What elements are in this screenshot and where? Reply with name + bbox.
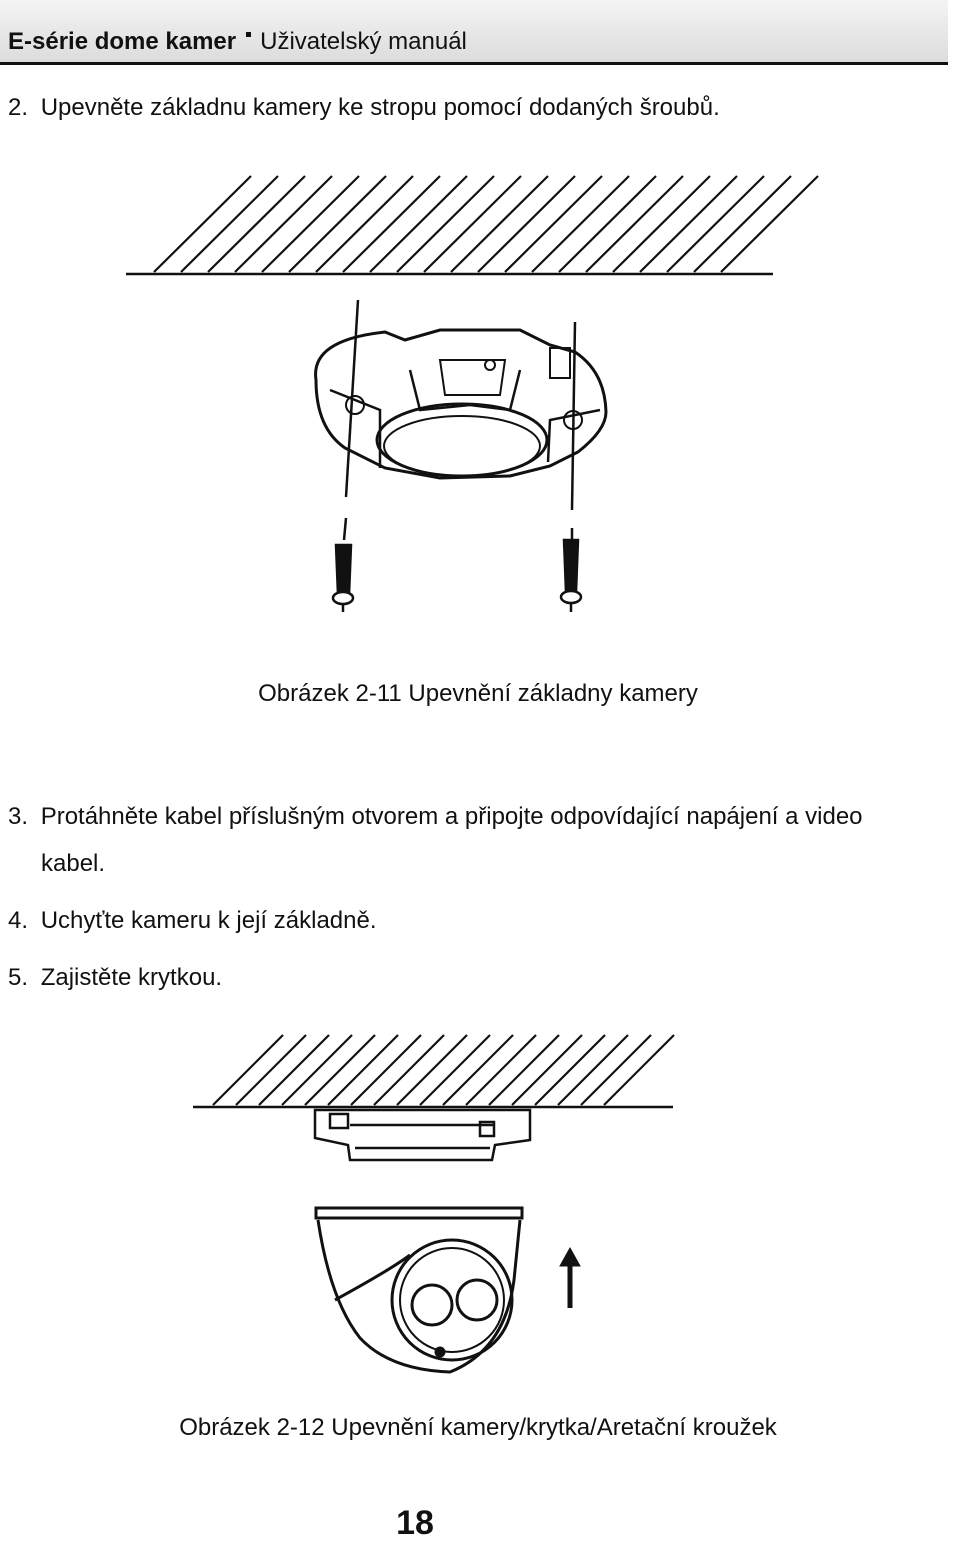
- step-2: 2. Upevněte základnu kamery ke stropu po…: [8, 93, 720, 123]
- hatch-line: [327, 1034, 399, 1106]
- figure-2-11-caption: Obrázek 2-11 Upevnění základny kamery: [258, 680, 698, 707]
- hatch-line: [304, 1034, 376, 1106]
- screw-left: [331, 543, 355, 612]
- step-number: 5.: [8, 964, 29, 991]
- page-header: E-série dome kamer Uživatelský manuál: [0, 0, 948, 65]
- step-text: Upevněte základnu kamery ke stropu pomoc…: [40, 94, 720, 121]
- hatch-line: [234, 175, 333, 273]
- step-text: Zajistěte krytkou.: [40, 964, 223, 991]
- step-number: 2.: [8, 94, 29, 121]
- hatch-line: [465, 1034, 537, 1106]
- hatch-line: [450, 175, 549, 273]
- hatch-line: [612, 175, 711, 273]
- step-3-continuation: kabel.: [41, 850, 106, 877]
- hatch-line: [423, 175, 522, 273]
- hatch-line: [488, 1034, 560, 1106]
- step-3: 3. Protáhněte kabel příslušným otvorem a…: [8, 802, 863, 832]
- hatch-line: [369, 175, 468, 273]
- hatch-line: [557, 1034, 629, 1106]
- hatch-line: [235, 1034, 307, 1106]
- hatch-line: [603, 1034, 675, 1106]
- hatch-line: [315, 175, 414, 273]
- header-separator: [246, 32, 252, 37]
- step-4: 4. Uchyťte kameru k její základně.: [8, 906, 377, 936]
- hatch-line: [180, 175, 279, 273]
- hatch-line: [396, 1034, 468, 1106]
- mounted-base: [313, 1108, 532, 1162]
- hatch-line: [419, 1034, 491, 1106]
- page-number: 18: [396, 1504, 434, 1542]
- hatch-line: [534, 1034, 606, 1106]
- hatch-line: [373, 1034, 445, 1106]
- header-title-rest: Uživatelský manuál: [260, 28, 467, 55]
- hatch-line: [342, 175, 441, 273]
- hatch-line: [720, 175, 819, 273]
- hatch-line: [396, 175, 495, 273]
- hatch-line: [639, 175, 738, 273]
- hatch-line: [288, 175, 387, 273]
- figure-2-11-illustration: [126, 175, 819, 612]
- hatch-line: [504, 175, 603, 273]
- camera-base: [314, 328, 608, 480]
- hatch-line: [212, 1034, 284, 1106]
- step-text: Uchyťte kameru k její základně.: [40, 907, 377, 934]
- header-title: E-série dome kamer Uživatelský manuál: [8, 27, 467, 57]
- hatch-line: [580, 1034, 652, 1106]
- hatch-line: [666, 175, 765, 273]
- hatch-line: [558, 175, 657, 273]
- hatch-line: [153, 175, 252, 273]
- mounting-guides: [342, 299, 577, 541]
- hatch-line: [281, 1034, 353, 1106]
- hatch-line: [477, 175, 576, 273]
- hatch-line: [693, 175, 792, 273]
- hatch-line: [511, 1034, 583, 1106]
- hatch-line: [585, 175, 684, 273]
- hatch-line: [531, 175, 630, 273]
- hatch-line: [258, 1034, 330, 1106]
- step-number: 4.: [8, 907, 29, 934]
- hatch-line: [207, 175, 306, 273]
- step-number: 3.: [8, 803, 29, 830]
- header-title-bold: E-série dome kamer: [8, 28, 237, 55]
- hatch-line: [442, 1034, 514, 1106]
- hatch-line: [350, 1034, 422, 1106]
- step-5: 5. Zajistěte krytkou.: [8, 963, 222, 993]
- dome-camera: [314, 1206, 524, 1374]
- hatch-line: [261, 175, 360, 273]
- figure-2-12-caption: Obrázek 2-12 Upevnění kamery/krytka/Aret…: [179, 1414, 777, 1441]
- figure-2-12-illustration: [193, 1034, 675, 1374]
- up-arrow: [559, 1246, 581, 1308]
- screw-right: [559, 538, 583, 612]
- step-text: Protáhněte kabel příslušným otvorem a př…: [40, 803, 863, 830]
